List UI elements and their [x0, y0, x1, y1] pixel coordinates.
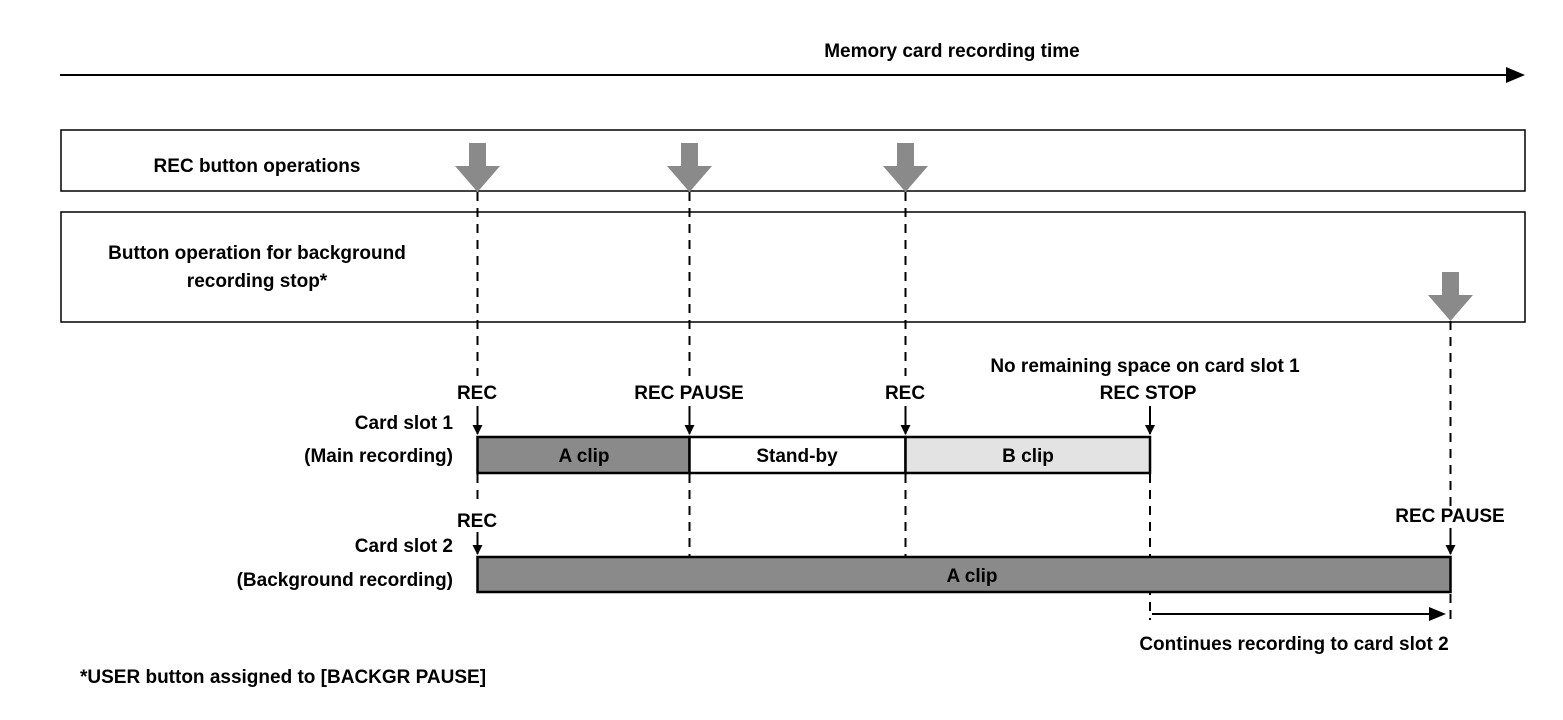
slot1-marker-rec-stop: REC STOP	[1100, 383, 1197, 404]
background-stop-press-arrow	[1428, 272, 1473, 321]
footnote: *USER button assigned to [BACKGR PAUSE]	[80, 667, 486, 688]
background-stop-label-line2: recording stop*	[187, 271, 328, 292]
card-slot-1-subtitle: (Main recording)	[304, 446, 453, 467]
slot1-segment-b-clip-label: B clip	[1002, 446, 1054, 467]
slot1-marker-rec-1: REC	[457, 383, 497, 404]
slot2-segment-a-clip-label: A clip	[946, 566, 997, 587]
card-slot-2-subtitle: (Background recording)	[237, 570, 453, 591]
time-axis-title: Memory card recording time	[824, 41, 1080, 62]
rec-press-arrow-3	[883, 143, 928, 192]
continue-recording-note: Continues recording to card slot 2	[1139, 634, 1448, 655]
note-no-space-slot-1: No remaining space on card slot 1	[990, 356, 1300, 377]
slot2-marker-rec: REC	[457, 511, 497, 532]
background-stop-label-line1: Button operation for background	[108, 243, 406, 264]
rec-press-arrow-1	[455, 143, 500, 192]
time-axis-arrowhead	[1506, 67, 1525, 83]
background-stop-row	[60, 211, 1526, 323]
slot1-segment-b-clip	[904, 435, 1152, 475]
slot1-marker-rec-2: REC	[885, 383, 925, 404]
card-slot-2-title: Card slot 2	[355, 536, 453, 557]
slot1-marker-rec-pause: REC PAUSE	[634, 383, 743, 404]
rec-press-arrow-2	[667, 143, 712, 192]
rec-operations-label: REC button operations	[154, 156, 361, 177]
slot1-segment-a-clip-label: A clip	[558, 446, 609, 467]
slot1-segment-a-clip	[476, 435, 691, 475]
rec-operations-row	[60, 129, 1526, 192]
slot1-segment-standby-label: Stand-by	[756, 446, 838, 467]
slot2-segment-a-clip	[476, 555, 1452, 594]
continue-recording-arrowhead	[1429, 607, 1446, 621]
card-slot-1-title: Card slot 1	[355, 413, 454, 434]
slot2-marker-rec-pause: REC PAUSE	[1395, 506, 1504, 527]
